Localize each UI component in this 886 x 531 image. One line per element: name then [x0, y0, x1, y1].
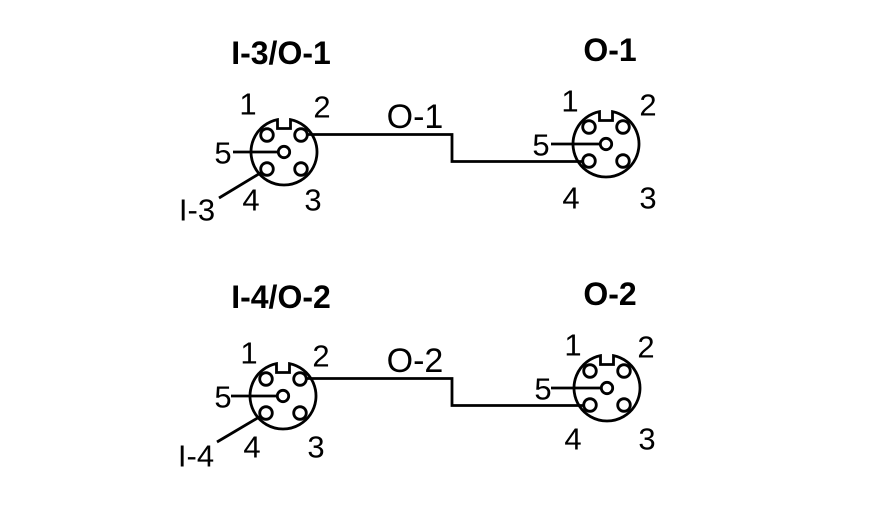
pin-hole-1	[259, 127, 275, 143]
pin-label-4: 4	[564, 421, 582, 457]
pin-hole-1	[258, 371, 274, 387]
pin-hole-5-center	[276, 144, 292, 160]
wire-label-o2: O-2	[386, 342, 444, 380]
pin-label-4: 4	[242, 182, 260, 218]
pin-hole-3	[615, 153, 631, 169]
connector-bodies	[248, 109, 642, 431]
pin-label-1: 1	[561, 83, 579, 119]
pin-label-2: 2	[312, 338, 330, 374]
pin-label-3: 3	[307, 429, 325, 465]
pins-top-left	[259, 127, 309, 177]
wire-o2	[300, 377, 590, 407]
pin-label-1: 1	[239, 86, 257, 122]
wire-label-o1: O-1	[386, 98, 444, 136]
pin-hole-4	[581, 153, 597, 169]
pins-bottom-left	[258, 371, 308, 421]
wires-and-leaders	[216, 133, 607, 444]
lead-i3	[218, 167, 268, 200]
connector-title-bottom-left: I-4/O-2	[231, 279, 331, 315]
pin-hole-5-center	[598, 136, 614, 152]
pin-hole-4	[259, 161, 275, 177]
input-lead-label-i3: I-3	[178, 192, 216, 228]
pin-label-1: 1	[564, 327, 582, 363]
pin-hole-2	[616, 363, 632, 379]
pin-label-1: 1	[240, 335, 258, 371]
pin-hole-5-center	[599, 380, 615, 396]
pin-hole-3	[292, 405, 308, 421]
pin-label-3: 3	[304, 182, 322, 218]
connector-title-bottom-right: O-2	[583, 276, 637, 312]
connector-title-top-right: O-1	[583, 32, 637, 68]
pin-hole-1	[581, 119, 597, 135]
pin-hole-2	[292, 371, 308, 387]
pin-hole-1	[582, 363, 598, 379]
pin-label-3: 3	[638, 421, 656, 457]
pin-label-4: 4	[562, 180, 580, 216]
pin-hole-3	[293, 161, 309, 177]
pin-hole-2	[615, 119, 631, 135]
pin-label-2: 2	[313, 89, 331, 125]
pin-hole-2	[293, 127, 309, 143]
pin-label-5: 5	[534, 371, 552, 407]
pin-label-2: 2	[637, 329, 655, 365]
pin-label-5: 5	[214, 135, 232, 171]
pins-top-right	[581, 119, 631, 169]
pin-hole-3	[616, 397, 632, 413]
pins-bottom-right	[582, 363, 632, 413]
pin-hole-4	[582, 397, 598, 413]
pin-label-3: 3	[639, 180, 657, 216]
wire-o1	[301, 133, 589, 163]
pin-label-5: 5	[214, 379, 232, 415]
pin-hole-5-center	[275, 388, 291, 404]
lead-i4	[216, 411, 267, 444]
connector-title-top-left: I-3/O-1	[231, 35, 331, 71]
pin-label-4: 4	[243, 429, 261, 465]
pin-label-2: 2	[639, 87, 657, 123]
input-lead-label-i4: I-4	[177, 438, 215, 474]
pin-hole-4	[258, 405, 274, 421]
pin-label-5: 5	[532, 127, 550, 163]
